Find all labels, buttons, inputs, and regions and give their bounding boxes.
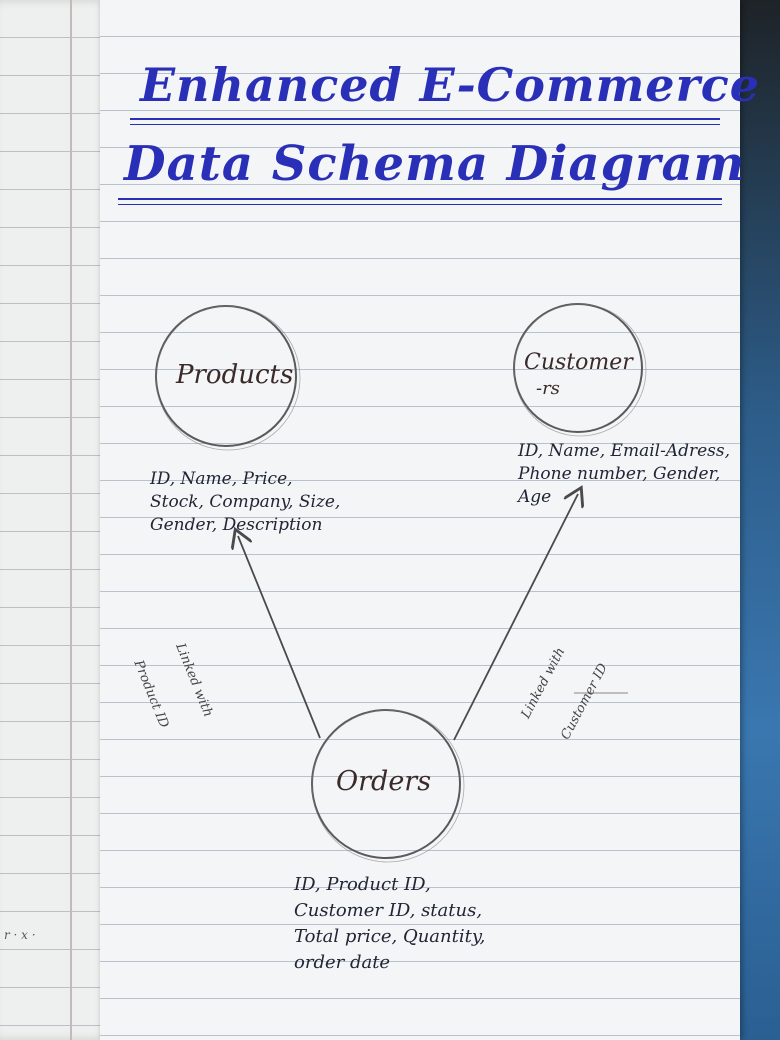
left-page-margin-line xyxy=(70,0,72,1040)
customers-label-line1: Customer xyxy=(524,350,633,375)
products-attributes: ID, Name, Price, Stock, Company, Size, G… xyxy=(150,468,340,537)
products-label: Products xyxy=(176,360,294,390)
customers-attr-line-1: ID, Name, Email-Adress, xyxy=(518,441,731,461)
products-attr-line-2: Stock, Company, Size, xyxy=(150,492,341,512)
orders-label: Orders xyxy=(336,766,432,797)
products-attr-line-1: ID, Name, Price, xyxy=(150,469,293,489)
title-underline-1b xyxy=(130,124,720,125)
customers-attr-line-2: Phone number, Gender, xyxy=(518,464,721,484)
orders-attr-line-4: order date xyxy=(294,952,391,973)
edge-label-customers-line1: Linked with xyxy=(518,645,569,722)
title-line-2: Data Schema Diagram xyxy=(124,136,746,192)
title-underline-2b xyxy=(118,204,722,205)
orders-attributes: ID, Product ID, Customer ID, status, Tot… xyxy=(294,872,485,976)
edge-orders-customers xyxy=(453,494,578,741)
customers-label-line2: -rs xyxy=(536,378,560,399)
customers-attributes: ID, Name, Email-Adress, Phone number, Ge… xyxy=(518,440,730,509)
orders-attr-line-1: ID, Product ID, xyxy=(294,874,431,895)
customers-circle-sketch xyxy=(513,303,647,437)
notebook-page xyxy=(100,0,740,1040)
orders-attr-line-2: Customer ID, status, xyxy=(294,900,483,921)
products-attr-line-3: Gender, Description xyxy=(150,515,323,535)
title-underline-1 xyxy=(130,118,720,120)
orders-circle-sketch xyxy=(311,709,465,863)
customers-attr-line-3: Age xyxy=(518,487,552,507)
edge-orders-products xyxy=(238,536,321,739)
products-circle-sketch xyxy=(155,305,301,451)
title-underline-2 xyxy=(118,198,722,200)
edge-label-products-line1: Linked with xyxy=(172,641,216,720)
left-page-scribble: r · x · xyxy=(4,928,36,942)
title-line-1: Enhanced E-Commerce xyxy=(140,58,761,112)
orders-attr-line-3: Total price, Quantity, xyxy=(294,926,486,947)
